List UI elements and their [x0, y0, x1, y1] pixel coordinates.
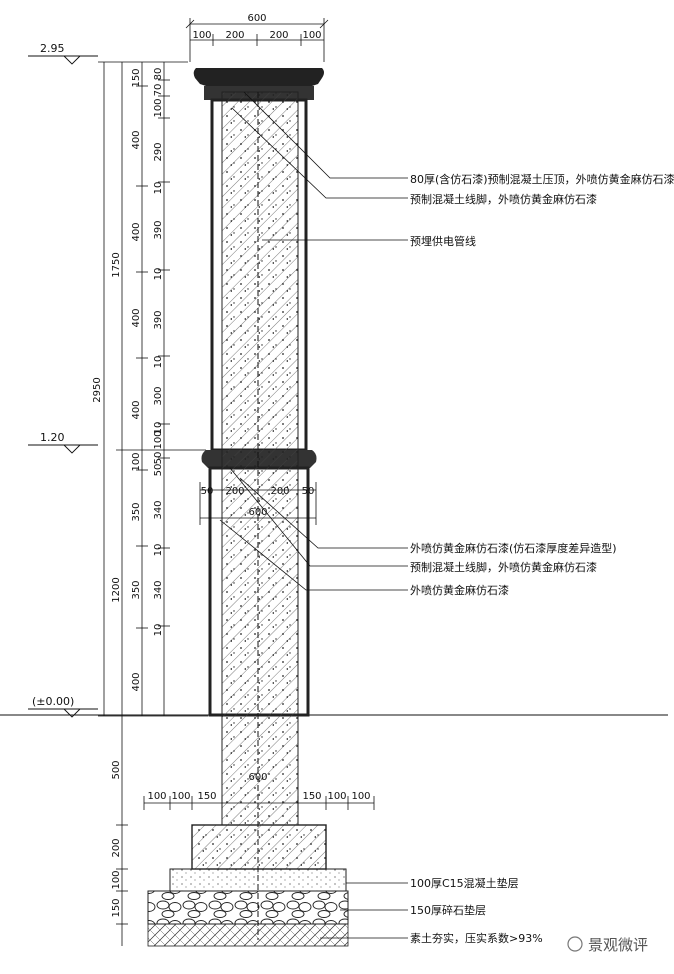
footing-aggregate	[192, 825, 326, 869]
top-seg-dim: 100	[302, 30, 321, 41]
mid-seg-dim: 200	[270, 486, 289, 497]
inner-dim: 340	[153, 500, 164, 519]
top-seg-dim: 100	[192, 30, 211, 41]
inner-dim: 10	[153, 182, 164, 195]
mid-dim-lines	[199, 482, 317, 525]
inner-dim: 70	[153, 84, 164, 97]
inner-dim: 100	[153, 98, 164, 117]
elevation-ground: (±0.00)	[32, 695, 74, 708]
leader-lines	[219, 91, 408, 939]
bed-height-dim: 100	[111, 870, 122, 889]
capital-cap	[193, 68, 324, 86]
lower-seg-dim: 400	[131, 672, 142, 691]
footing-dim: 100	[327, 791, 346, 802]
inner-dim: 100	[153, 430, 164, 449]
inner-dim: 80	[153, 68, 164, 81]
inner-dim: 10	[153, 422, 164, 435]
note-coating: 外喷仿黄金麻仿石漆	[410, 583, 509, 597]
mid-overall-dim: 600	[248, 507, 267, 518]
c15-bed	[169, 868, 347, 892]
concrete-aggregate	[222, 92, 298, 825]
inner-dim: 10	[153, 268, 164, 281]
total-height-dim: 2950	[92, 377, 103, 402]
footing-dim: 150	[197, 791, 216, 802]
gravel-bed	[147, 890, 349, 925]
upper-seg-dim: 150	[131, 68, 142, 87]
inner-dim: 390	[153, 310, 164, 329]
inner-dim: 10	[153, 544, 164, 557]
inner-dim: 390	[153, 220, 164, 239]
upper-seg-dim: 400	[131, 400, 142, 419]
elevation-mid: 1.20	[40, 431, 65, 444]
inner-dim: 10	[153, 624, 164, 637]
upper-seg-dim: 400	[131, 130, 142, 149]
inner-dim: 300	[153, 386, 164, 405]
lower-height-dim: 1200	[111, 577, 122, 602]
compacted-soil	[147, 923, 349, 947]
inner-dim: 50	[153, 464, 164, 477]
top-dim-lines	[185, 18, 329, 62]
inner-dim: 50	[153, 452, 164, 465]
mid-seg-dim: 50	[201, 486, 214, 497]
note-moulding-top: 预制混凝土线脚，外喷仿黄金麻仿石漆	[410, 192, 597, 206]
mid-seg-dim: 200	[225, 486, 244, 497]
watermark: 景观微评	[588, 936, 648, 954]
footing-overall-dim: 600	[248, 772, 267, 783]
lower-seg-dim: 350	[131, 580, 142, 599]
note-gravel: 150厚碎石垫层	[410, 903, 486, 917]
inner-dim: 340	[153, 580, 164, 599]
lower-seg-dim: 100	[131, 452, 142, 471]
note-moulding-mid: 预制混凝土线脚，外喷仿黄金麻仿石漆	[410, 560, 597, 574]
note-c15-bed: 100厚C15混凝土垫层	[410, 876, 519, 890]
top-overall-dim: 600	[247, 13, 266, 24]
note-soil: 素土夯实，压实系数>93%	[410, 931, 543, 945]
footing-height-dim: 200	[111, 838, 122, 857]
footing-dim: 150	[302, 791, 321, 802]
note-capital: 80厚(含仿石漆)预制混凝土压顶，外喷仿黄金麻仿石漆	[410, 172, 674, 186]
lower-seg-dim: 350	[131, 502, 142, 521]
footing-dim-lines	[143, 796, 375, 810]
upper-seg-dim: 400	[131, 308, 142, 327]
elevation-top: 2.95	[40, 42, 65, 55]
footing-dim: 100	[171, 791, 190, 802]
mid-seg-dim: 50	[302, 486, 315, 497]
footing-dim: 100	[351, 791, 370, 802]
elevation-markers	[28, 55, 98, 718]
inner-dim: 10	[153, 356, 164, 369]
upper-seg-dim: 400	[131, 222, 142, 241]
watermark-logo-icon	[567, 936, 583, 952]
left-dim-lines	[98, 61, 208, 946]
upper-height-dim: 1750	[111, 252, 122, 277]
top-seg-dim: 200	[225, 30, 244, 41]
note-coating-profile: 外喷仿黄金麻仿石漆(仿石漆厚度差异造型)	[410, 541, 617, 555]
embed-depth-dim: 500	[111, 760, 122, 779]
top-seg-dim: 200	[269, 30, 288, 41]
inner-dim: 290	[153, 142, 164, 161]
footing-dim: 100	[147, 791, 166, 802]
gravel-height-dim: 150	[111, 898, 122, 917]
note-conduit: 预埋供电管线	[410, 234, 476, 248]
